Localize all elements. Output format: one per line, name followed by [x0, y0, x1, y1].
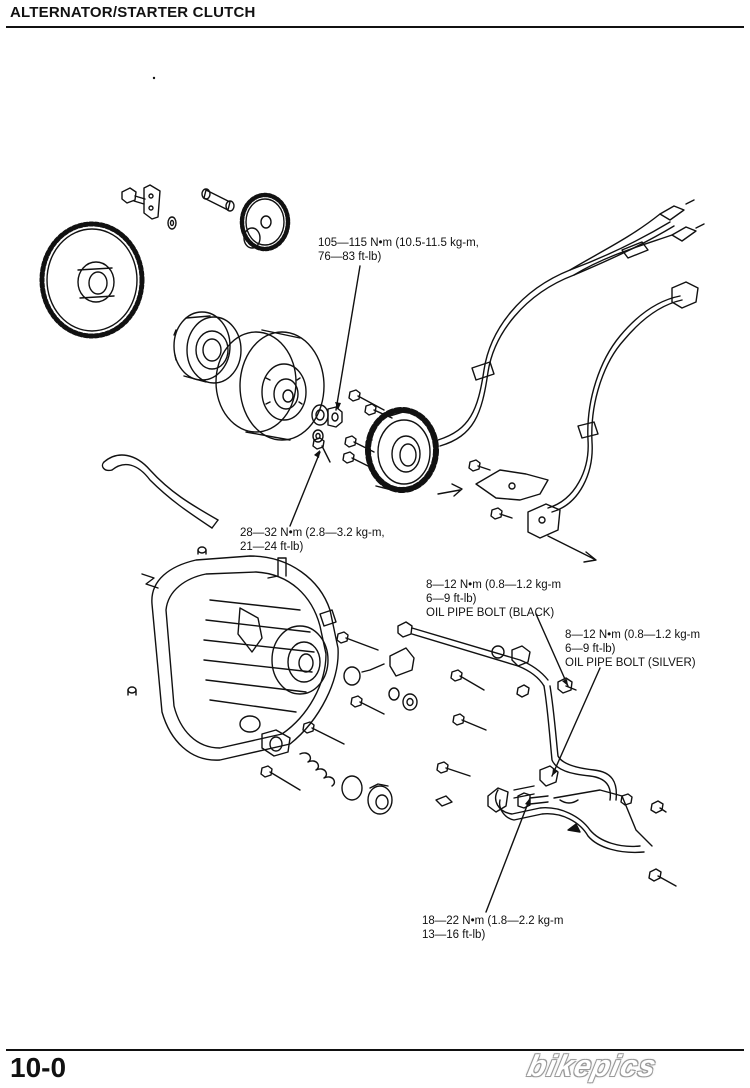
oil-pipe-joint-upper [397, 621, 549, 687]
label-line: 18—22 N•m (1.8—2.2 kg-m [422, 915, 564, 927]
stator-screw-lower [312, 437, 331, 463]
pulse-generator [527, 503, 561, 539]
reduction-gear-shaft [201, 188, 235, 212]
label-banjo-bolt-torque: 18—22 N•m (1.8—2.2 kg-m 13—16 ft-lb) [422, 914, 563, 942]
washer-small [167, 216, 177, 230]
gear-shaft-bolt [121, 184, 161, 220]
black-oil-pipe-bolt [511, 645, 531, 698]
silver-oil-pipe-bolt [557, 677, 577, 694]
oil-filter-screen [261, 729, 291, 757]
leader-stator-bolt [289, 451, 321, 527]
dowel-pin-lower [127, 686, 137, 696]
left-crankcase-cover [141, 555, 339, 761]
leader-banjo-bolt [485, 797, 531, 913]
starter-reduction-gear [239, 192, 291, 252]
label-line: 8—12 N•m (0.8—1.2 kg-m [426, 579, 562, 591]
pulse-generator-lead [547, 281, 699, 513]
leader-black-bolt [535, 613, 569, 687]
label-line: 28—32 N•m (2.8—3.2 kg-m, [240, 527, 385, 539]
alternator-wire-harness [437, 199, 705, 447]
label-line: 6—9 ft-lb) [426, 593, 477, 605]
page-title: ALTERNATOR/STARTER CLUTCH [10, 4, 256, 21]
oil-hose [101, 454, 219, 529]
stray-dot [152, 76, 156, 80]
sealing-washers [435, 795, 453, 807]
label-line: 105—115 N•m (10.5-11.5 kg-m, [318, 237, 479, 249]
leader-flywheel-nut [335, 265, 361, 411]
starter-driven-gear [39, 221, 145, 339]
label-flywheel-nut-torque: 105—115 N•m (10.5-11.5 kg-m, 76—83 ft-lb… [318, 236, 479, 264]
oil-filter-spring [299, 752, 336, 787]
label-oil-pipe-bolt-black: 8—12 N•m (0.8—1.2 kg-m 6—9 ft-lb) OIL PI… [426, 578, 561, 620]
assembly-arrow-pulse [547, 535, 597, 563]
dowel-pin-upper [197, 546, 207, 555]
starter-clutch [173, 311, 242, 384]
oil-filter-cap [367, 783, 393, 815]
label-line: OIL PIPE BOLT (BLACK) [426, 607, 555, 619]
alternator-stator [365, 407, 439, 493]
drain-plug [402, 693, 418, 711]
oil-pipe [487, 685, 653, 854]
label-stator-bolt-torque: 28—32 N•m (2.8—3.2 kg-m, 21—24 ft-lb) [240, 526, 385, 554]
o-ring-small-a [388, 687, 400, 701]
label-line: 21—24 ft-lb) [240, 541, 304, 553]
oil-filler-cap [361, 647, 415, 677]
banjo-bolt [517, 792, 549, 809]
o-ring-filter-cap [341, 775, 363, 801]
flywheel [215, 329, 325, 441]
page-number: 10-0 [10, 1052, 67, 1083]
label-oil-pipe-bolt-silver: 8—12 N•m (0.8—1.2 kg-m 6—9 ft-lb) OIL PI… [565, 628, 700, 670]
leader-silver-bolt [551, 667, 601, 777]
wire-clamp-bracket [468, 459, 549, 520]
assembly-arrow-stator [437, 483, 463, 497]
footer-rule [6, 1049, 744, 1051]
header-rule [6, 26, 744, 28]
label-line: 6—9 ft-lb) [565, 643, 616, 655]
label-line: 76—83 ft-lb) [318, 251, 382, 263]
label-line: OIL PIPE BOLT (SILVER) [565, 657, 696, 669]
oil-pipe-arrow [567, 823, 581, 833]
watermark-logo: bikepics [524, 1050, 660, 1083]
label-line: 13—16 ft-lb) [422, 929, 486, 941]
pipe-bolt-right [620, 793, 677, 887]
label-line: 8—12 N•m (0.8—1.2 kg-m [565, 629, 701, 641]
o-ring-filler [343, 666, 361, 686]
cover-bolts [260, 631, 487, 791]
